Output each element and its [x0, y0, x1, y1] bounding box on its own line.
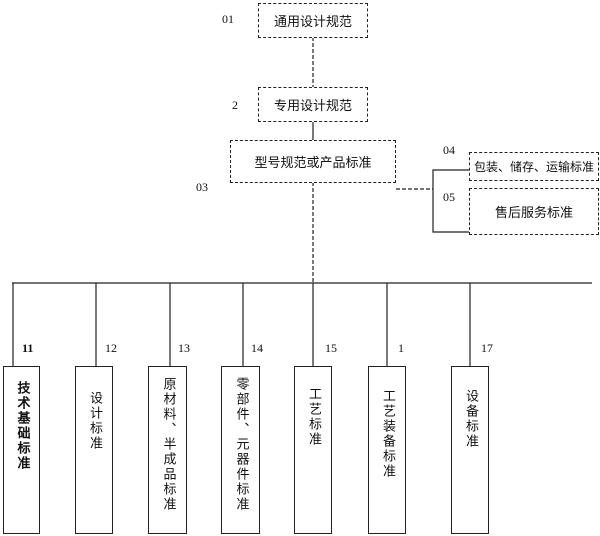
code-16: 1: [398, 341, 404, 355]
box-label: 零部件、元器件标准: [233, 377, 249, 512]
code-02: 2: [232, 98, 238, 112]
box-packaging-standard: 包装、储存、运输标准: [469, 152, 599, 181]
code-15: 15: [325, 341, 337, 355]
box-label: 包装、储存、运输标准: [473, 160, 594, 174]
code-04: 04: [443, 143, 455, 157]
box-components-standard: 零部件、元器件标准: [221, 366, 260, 534]
code-03: 03: [196, 180, 208, 194]
box-label: 原材料、半成品标准: [160, 377, 176, 512]
box-general-design-spec: 通用设计规范: [258, 3, 368, 38]
code-11: 11: [22, 341, 34, 355]
box-materials-standard: 原材料、半成品标准: [148, 366, 187, 534]
box-tooling-standard: 工艺装备标准: [368, 366, 406, 534]
box-special-design-spec: 专用设计规范: [258, 87, 368, 122]
box-design-standard: 设计标准: [75, 366, 113, 534]
code-14: 14: [251, 341, 263, 355]
box-model-spec: 型号规范或产品标准: [230, 140, 396, 183]
box-label: 通用设计规范: [273, 15, 352, 30]
box-label: 型号规范或产品标准: [254, 156, 372, 171]
box-label: 专用设计规范: [273, 99, 352, 114]
box-after-sales-standard: 售后服务标准: [469, 188, 599, 235]
box-label: 售后服务标准: [494, 206, 573, 221]
box-label: 技术基础标准: [14, 381, 30, 471]
box-label: 工艺装备标准: [380, 389, 395, 479]
box-technical-basis-standard: 技术基础标准: [3, 366, 40, 534]
box-label: 工艺标准: [306, 387, 321, 447]
code-17: 17: [481, 341, 493, 355]
box-label: 设备标准: [463, 389, 478, 449]
side-bracket: [432, 169, 469, 233]
code-13: 13: [178, 341, 190, 355]
box-process-standard: 工艺标准: [294, 366, 332, 534]
box-label: 设计标准: [87, 391, 102, 451]
code-05: 05: [443, 190, 455, 204]
box-equipment-standard: 设备标准: [451, 366, 489, 534]
code-12: 12: [105, 341, 117, 355]
code-01: 01: [222, 12, 234, 26]
